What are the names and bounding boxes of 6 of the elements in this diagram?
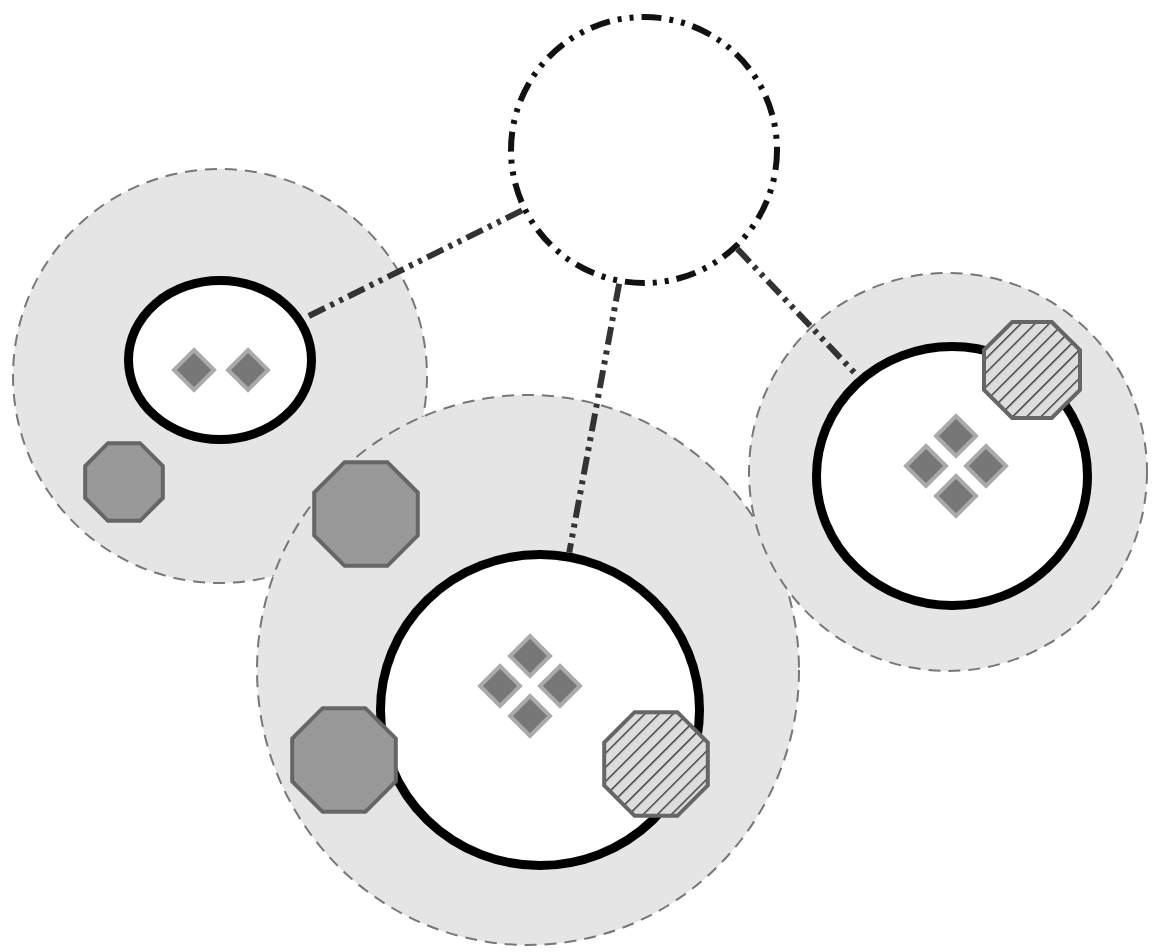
- shaded-dashed-circle: [748, 272, 1148, 672]
- dash-dot-connector: [302, 207, 524, 322]
- dash-dot-connector: [735, 246, 861, 379]
- thick-ring: [124, 276, 316, 444]
- dash-dot-connector: [566, 283, 623, 554]
- dash-dot-circle: [508, 14, 780, 286]
